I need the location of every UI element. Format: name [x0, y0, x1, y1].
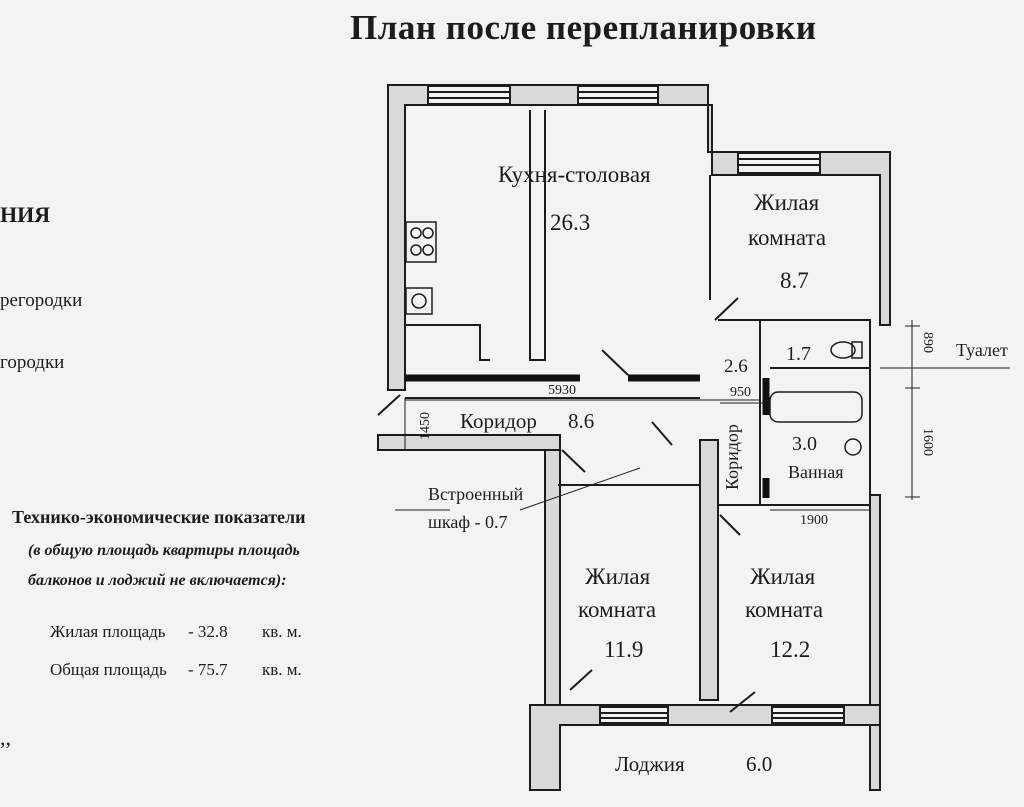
corridor-area: 8.6: [568, 409, 595, 433]
indicators-note-line1: (в общую площадь квартиры площадь: [28, 542, 300, 559]
total-area-value: - 75.7: [188, 660, 228, 679]
kitchen-name: Кухня-столовая: [498, 162, 651, 187]
room-top-right-name1: Жилая: [754, 190, 820, 215]
loggia-name: Лоджия: [615, 752, 685, 776]
dim-1600: 1600: [920, 428, 935, 456]
dim-950: 950: [730, 385, 751, 400]
toilet-area: 1.7: [786, 343, 811, 365]
kitchen-area: 26.3: [550, 210, 591, 235]
total-area-unit: кв. м.: [262, 660, 302, 679]
dim-1900: 1900: [800, 513, 828, 528]
room-top-right-name2: комната: [748, 225, 827, 250]
sink-icon: [405, 287, 433, 315]
left-wall-lower: [377, 434, 561, 451]
total-area-label: Общая площадь: [50, 660, 167, 679]
indicators-note-line2: балконов и лоджий не включается):: [28, 572, 287, 589]
right-outer-wall: [869, 494, 881, 791]
living-area-value: - 32.8: [188, 622, 228, 641]
room-right-name1: Жилая: [750, 564, 816, 589]
closet-line1: Встроенный: [428, 484, 524, 504]
bathtub-icon: [769, 391, 863, 423]
dim-1450: 1450: [418, 412, 433, 440]
windows: [427, 85, 845, 724]
room-left-name2: комната: [578, 597, 657, 622]
left-heading-fragment: НИЯ: [0, 202, 51, 227]
dim-890: 890: [920, 332, 935, 353]
toilet-icon: [830, 341, 856, 359]
room-top-right-area: 8.7: [780, 268, 809, 293]
stove-icon: [405, 221, 437, 263]
room-right-area: 12.2: [770, 637, 811, 662]
closet-line2: шкаф - 0.7: [428, 512, 508, 532]
bathroom-area: 3.0: [792, 433, 817, 455]
storage-area: 2.6: [724, 356, 748, 377]
washbasin-icon: [844, 438, 862, 456]
corridor-name: Коридор: [460, 409, 537, 433]
room-left-area: 11.9: [604, 637, 644, 662]
loggia-area: 6.0: [746, 752, 773, 776]
left-line2-fragment: городки: [0, 352, 65, 373]
dim-5930: 5930: [548, 383, 576, 398]
outer-wall-bottom-left: [544, 444, 561, 711]
left-line1-fragment: регородки: [0, 290, 83, 311]
right-room-wall: [699, 439, 719, 701]
left-quote-fragment: ,,: [0, 725, 11, 750]
page-title: План после перепланировки: [350, 8, 817, 47]
indicators-title: Технико-экономические показатели: [12, 507, 306, 527]
living-area-label: Жилая площадь: [50, 622, 166, 641]
bathroom-name: Ванная: [788, 462, 844, 482]
room-right-name2: комната: [745, 597, 824, 622]
toilet-label: Туалет: [956, 340, 1008, 360]
room-left-name1: Жилая: [585, 564, 651, 589]
corridor-small-name: Коридор: [722, 424, 742, 490]
doors: [377, 297, 756, 713]
living-area-unit: кв. м.: [262, 622, 302, 641]
